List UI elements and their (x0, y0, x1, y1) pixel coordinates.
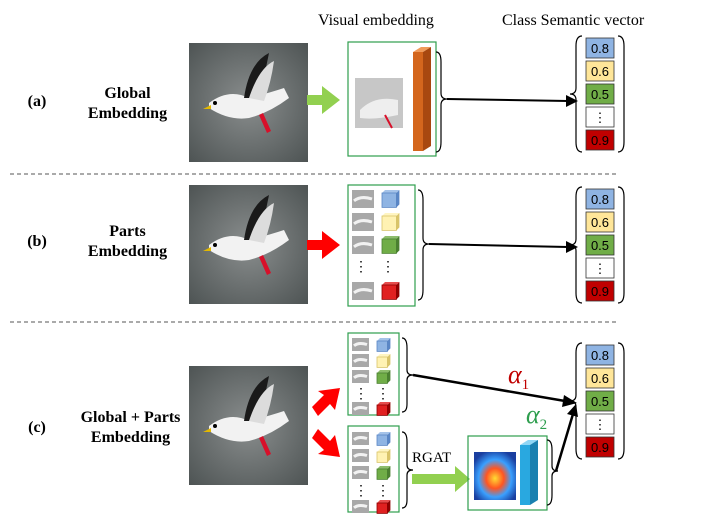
part-cube (377, 466, 391, 469)
semantic-value: 0.5 (591, 87, 609, 102)
alpha1-label: α1 (508, 360, 529, 394)
semantic-cell: 0.8 (585, 188, 615, 210)
parts-column-b: ⋮⋮ (352, 190, 400, 300)
bird-image-c (189, 366, 308, 485)
parts-embedding-box-c-lower (347, 425, 400, 513)
ellipsis: ⋮ (376, 387, 390, 402)
semantic-value: 0.6 (591, 64, 609, 79)
red-arrow-c-upper (312, 388, 340, 416)
alpha2-subscript: 2 (539, 417, 548, 434)
row-letter-b: (b) (27, 233, 47, 250)
semantic-cell: 0.9 (585, 129, 615, 151)
part-cube (382, 213, 400, 216)
bird-image-a (189, 43, 308, 162)
part-cube (377, 338, 391, 341)
row-title-a-line2: Embedding (87, 105, 168, 122)
ellipsis: ⋮ (354, 387, 368, 402)
semantic-cell: ⋮ (585, 413, 615, 435)
green-arrow-a (307, 86, 340, 114)
semantic-value: 0.6 (591, 215, 609, 230)
part-cube (377, 432, 391, 435)
semantic-cell: 0.6 (585, 60, 615, 82)
bird-image-b (189, 185, 308, 304)
row-title-c-line2: Embedding (90, 429, 171, 446)
cyan-embedding-bar (520, 440, 538, 505)
semantic-cell: 0.5 (585, 390, 615, 412)
visual-embedding-box-a (347, 41, 437, 157)
semantic-cell: 0.6 (585, 367, 615, 389)
parts-embedding-box-b (347, 184, 416, 307)
semantic-cell: 0.5 (585, 83, 615, 105)
parts-column-c-lower: ⋮⋮ (352, 432, 391, 514)
part-cube (382, 282, 400, 285)
semantic-cell: 0.5 (585, 234, 615, 256)
semantic-cell: ⋮ (585, 257, 615, 279)
row-title-c-line1: Global + Parts (80, 409, 181, 426)
global-embedding-box-c (467, 435, 548, 511)
row-title-b-line1: Parts (109, 223, 146, 240)
semantic-value: 0.8 (591, 192, 609, 207)
red-arrow-b (307, 231, 340, 259)
semantic-value: ⋮ (594, 261, 607, 276)
attention-heatmap (474, 452, 516, 500)
semantic-value: 0.8 (591, 41, 609, 56)
semantic-value: 0.9 (591, 133, 609, 148)
semantic-value: 0.6 (591, 371, 609, 386)
semantic-value: ⋮ (594, 417, 607, 432)
semantic-cell: 0.9 (585, 436, 615, 458)
semantic-vector-c: 0.8 0.6 0.5 ⋮ 0.9 (569, 342, 625, 460)
semantic-value: 0.5 (591, 238, 609, 253)
ellipsis: ⋮ (354, 260, 368, 275)
red-arrow-c-lower (312, 429, 340, 457)
semantic-vector-b: 0.8 0.6 0.5 ⋮ 0.9 (569, 186, 625, 304)
part-cube (382, 190, 400, 193)
semantic-cell: 0.9 (585, 280, 615, 302)
parts-embedding-box-c-upper (347, 332, 400, 416)
alpha1-subscript: 1 (521, 377, 530, 394)
row-letter-c: (c) (28, 419, 46, 436)
orange-embedding-bar (413, 47, 431, 151)
alpha2-symbol: α (526, 400, 540, 429)
alpha1-symbol: α (508, 360, 522, 389)
part-cube (377, 354, 391, 357)
ellipsis: ⋮ (381, 260, 395, 275)
rgat-label: RGAT (412, 450, 452, 466)
class-semantic-vector-header: Class Semantic vector (502, 12, 645, 29)
semantic-value: ⋮ (594, 110, 607, 125)
semantic-cell: 0.8 (585, 344, 615, 366)
part-cube (377, 449, 391, 452)
visual-embedding-header: Visual embedding (318, 12, 434, 29)
part-cube (377, 500, 391, 503)
ellipsis: ⋮ (354, 484, 368, 499)
row-title-a-line1: Global (104, 85, 151, 102)
semantic-cell: 0.6 (585, 211, 615, 233)
part-cube (377, 402, 391, 405)
semantic-cell: ⋮ (585, 106, 615, 128)
parts-column-c-upper: ⋮⋮ (352, 338, 391, 416)
semantic-vector-a: 0.8 0.6 0.5 ⋮ 0.9 (569, 35, 625, 153)
semantic-value: 0.9 (591, 440, 609, 455)
semantic-value: 0.9 (591, 284, 609, 299)
row-letter-a: (a) (27, 93, 47, 110)
alpha2-label: α2 (526, 400, 547, 434)
ellipsis: ⋮ (376, 484, 390, 499)
rgat-green-arrow (412, 466, 470, 492)
semantic-value: 0.5 (591, 394, 609, 409)
part-cube (382, 236, 400, 239)
semantic-value: 0.8 (591, 348, 609, 363)
semantic-cell: 0.8 (585, 37, 615, 59)
part-cube (377, 370, 391, 373)
row-title-b-line2: Embedding (87, 243, 168, 260)
